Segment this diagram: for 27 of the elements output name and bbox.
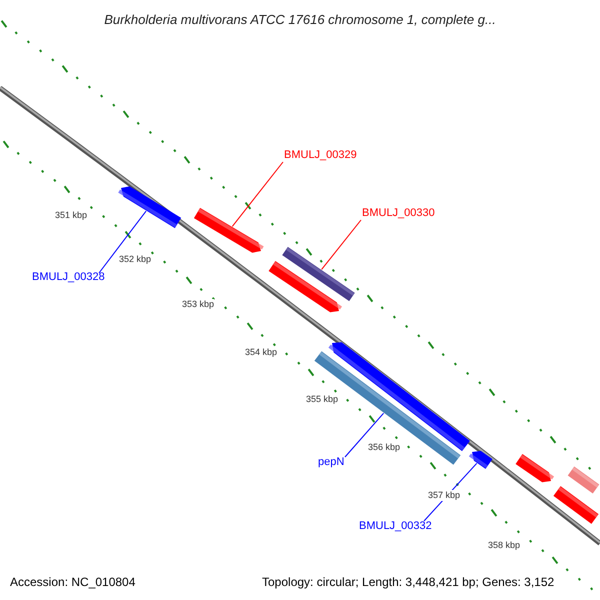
gene-block: [118, 186, 182, 228]
leader-line: [98, 210, 147, 274]
position-label: 354 kbp: [245, 347, 278, 358]
position-label: 357 kbp: [428, 490, 460, 501]
position-label: 351 kbp: [55, 210, 88, 221]
title: Burkholderia multivorans ATCC 17616 chromosome 1, complete g...: [103, 11, 497, 29]
position-label: 352 kbp: [119, 254, 152, 265]
position-label: 355 kbp: [306, 394, 338, 405]
gene-label: BMULJ_00328: [32, 271, 105, 284]
gene-block: [268, 261, 342, 312]
position-label: 353 kbp: [182, 299, 214, 310]
position-label: 356 kbp: [368, 442, 400, 453]
gene-bar: [553, 486, 599, 524]
leader-line: [232, 162, 284, 227]
position-label: 358 kbp: [488, 540, 520, 551]
footer-note: Accession: NC_010804: [10, 575, 136, 589]
gene-block: [194, 208, 264, 253]
gene-block: [516, 454, 554, 482]
gene-label: pepN: [318, 456, 344, 469]
gene-bar: [568, 466, 600, 494]
gene-label: BMULJ_00329: [284, 149, 357, 162]
leader-line: [321, 220, 362, 270]
gene-label: BMULJ_00330: [362, 207, 435, 220]
footer-note: Topology: circular; Length: 3,448,421 bp; Genes: 3,152: [262, 575, 554, 589]
gene-label: BMULJ_00332: [359, 520, 432, 533]
gene-block: [468, 450, 492, 469]
leader-line: [344, 412, 384, 458]
